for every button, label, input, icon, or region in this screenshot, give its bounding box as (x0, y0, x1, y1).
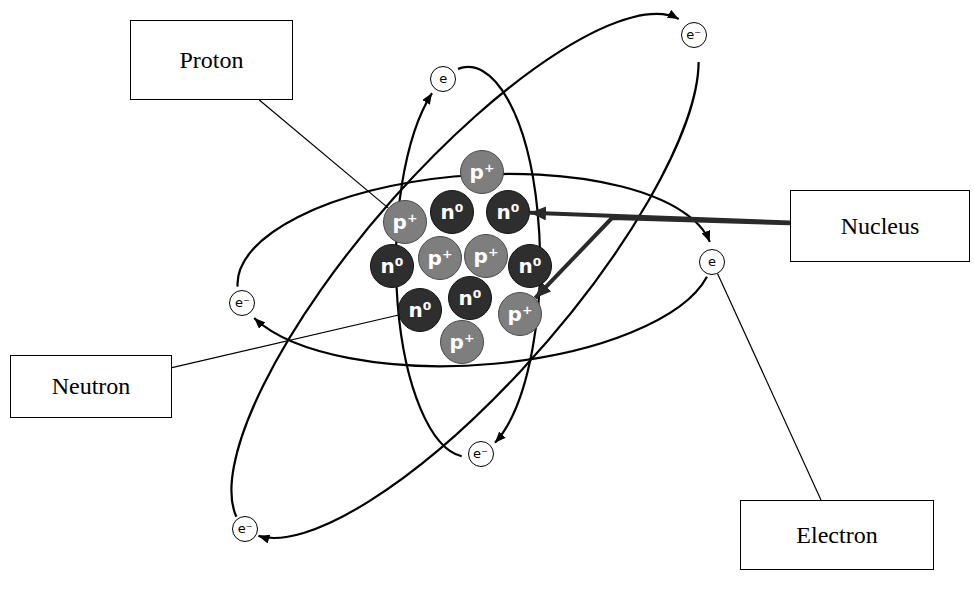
electron-circle: e⁻ (229, 290, 255, 316)
leader-line (259, 100, 388, 208)
particle-symbol: n⁰ (381, 255, 404, 277)
proton-circle: p⁺ (418, 236, 462, 280)
neutron-circle: n⁰ (430, 190, 474, 234)
particle-symbol: e⁻ (686, 28, 701, 42)
proton-circle: p⁺ (498, 292, 542, 336)
proton-circle: p⁺ (464, 234, 508, 278)
pointer-arrow (535, 218, 790, 298)
proton-circle: p⁺ (460, 150, 504, 194)
label-text: Nucleus (841, 213, 920, 239)
label-text: Neutron (52, 373, 131, 399)
particle-symbol: p⁺ (470, 161, 495, 183)
proton-circle: p⁺ (440, 320, 484, 364)
label-text: Electron (796, 522, 877, 548)
particle-symbol: e (708, 255, 716, 269)
neutron-circle: n⁰ (508, 244, 552, 288)
leader-line (172, 315, 399, 368)
electron-circle: e⁻ (681, 22, 707, 48)
electron-orbit (254, 277, 712, 380)
electron-orbit (258, 48, 750, 595)
particle-symbol: p⁺ (428, 247, 453, 269)
label-box: Nucleus (790, 190, 970, 262)
electron-circle: e⁻ (468, 441, 494, 467)
neutron-circle: n⁰ (486, 190, 530, 234)
neutron-circle: n⁰ (398, 288, 442, 332)
label-text: Proton (179, 47, 243, 73)
particle-symbol: p⁺ (393, 211, 418, 233)
particle-symbol: n⁰ (409, 299, 432, 321)
particle-symbol: n⁰ (459, 287, 482, 309)
particle-symbol: e (439, 72, 447, 86)
electron-circle: e⁻ (232, 516, 258, 542)
particle-symbol: n⁰ (519, 255, 542, 277)
particle-symbol: e⁻ (473, 447, 488, 461)
particle-symbol: p⁺ (474, 245, 499, 267)
particle-symbol: e⁻ (235, 296, 250, 310)
label-box: Electron (740, 500, 934, 570)
particle-symbol: p⁺ (450, 331, 475, 353)
neutron-circle: n⁰ (370, 244, 414, 288)
particle-symbol: p⁺ (508, 303, 533, 325)
electron-circle: e (430, 66, 456, 92)
particle-symbol: e⁻ (238, 522, 253, 536)
label-box: Neutron (10, 355, 172, 418)
particle-symbol: n⁰ (497, 201, 520, 223)
proton-circle: p⁺ (383, 200, 427, 244)
label-box: Proton (130, 20, 293, 100)
particle-symbol: n⁰ (441, 201, 464, 223)
leader-line (718, 274, 822, 501)
neutron-circle: n⁰ (448, 276, 492, 320)
electron-orbit (231, 159, 711, 287)
electron-circle: e (699, 249, 725, 275)
